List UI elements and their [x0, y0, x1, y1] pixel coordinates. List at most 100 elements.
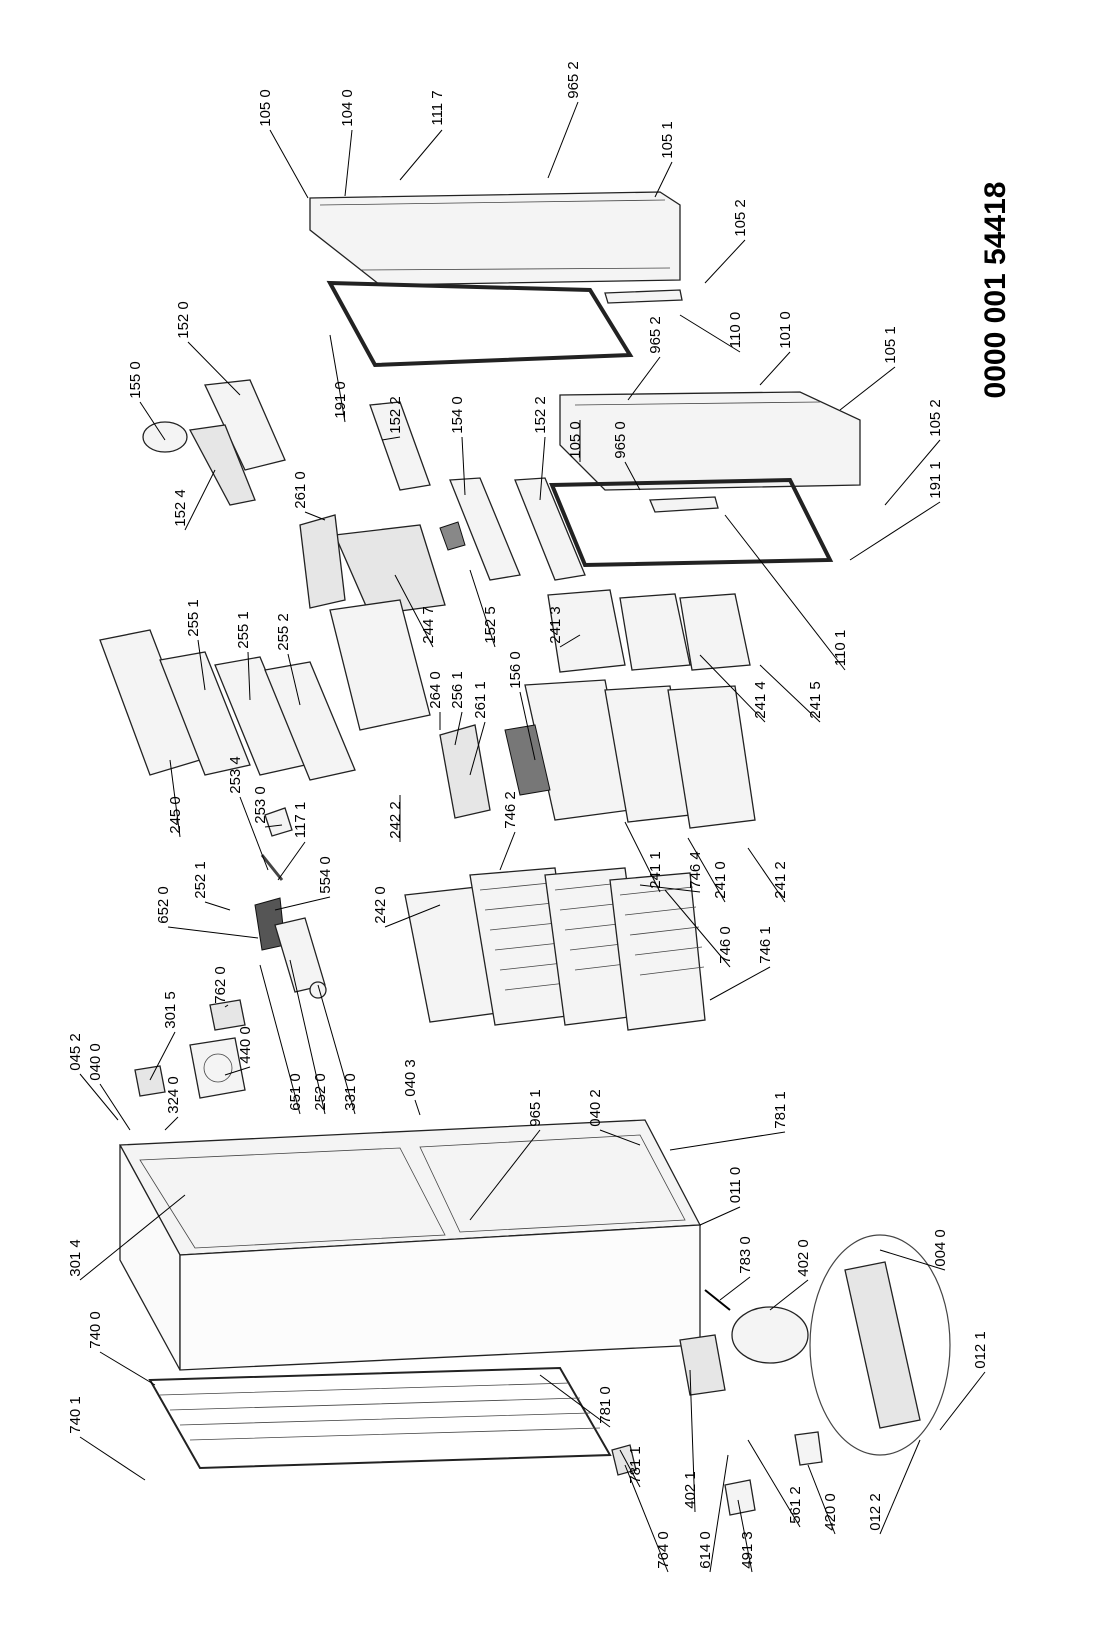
leader-c2561: [454, 711, 463, 746]
condenser-740-0: [148, 1366, 612, 1470]
leader-c1522b: [539, 436, 546, 501]
balcony-152-2b: [514, 477, 586, 581]
leader-c0400a: [99, 1083, 131, 1131]
leader-c0040: [879, 1249, 946, 1271]
leader-c6520: [167, 926, 259, 939]
callout-label-c1051b: 105 1: [882, 326, 899, 364]
callout-label-c3014: 301 4: [67, 1239, 84, 1277]
callout-label-c1117: 111 7: [429, 90, 446, 125]
callout-label-c1550: 155 0: [127, 361, 144, 399]
callout-label-c5612: 561 2: [787, 1486, 804, 1524]
leader-c1051b: [839, 366, 896, 411]
callout-label-c2611: 261 1: [472, 681, 489, 719]
leader-c2521: [204, 901, 231, 911]
leader-c1101: [724, 514, 846, 671]
leader-c2552: [287, 653, 301, 706]
leader-c3014: [79, 1194, 186, 1281]
leader-c4200: [807, 1464, 836, 1535]
callout-label-c9651: 965 1: [527, 1089, 544, 1127]
callout-label-c2552: 255 2: [275, 613, 292, 651]
callout-label-c0452: 045 2: [67, 1033, 84, 1071]
callout-label-c1052a: 105 2: [732, 199, 749, 237]
callout-label-c1911: 191 1: [927, 461, 944, 499]
leader-c2420: [384, 904, 441, 928]
leader-c1051a: [654, 161, 673, 198]
callout-label-c4200: 420 0: [822, 1493, 839, 1531]
callout-label-c2420: 242 0: [372, 886, 389, 924]
leader-c0121: [939, 1371, 986, 1431]
handle-110-0: [604, 289, 683, 304]
leader-c1171: [277, 841, 306, 881]
freezer-drawer-241-2: [667, 685, 756, 829]
callout-label-c1524: 152 4: [172, 489, 189, 527]
leader-c7462: [499, 831, 516, 871]
relay-420-0: [794, 1431, 823, 1466]
pipe-783-0: [704, 1289, 731, 1311]
leader-c5540: [274, 896, 331, 911]
callout-label-c2520: 252 0: [312, 1073, 329, 1111]
callout-label-c7830: 783 0: [737, 1236, 754, 1274]
control-panel-252-0: [274, 917, 326, 993]
drawer-front-241-4: [619, 593, 691, 671]
upper-door-gasket-191-0: [326, 280, 634, 368]
leader-c1911: [849, 501, 941, 561]
leader-c7620: [224, 1004, 229, 1008]
leader-c9652b: [627, 356, 661, 401]
leader-c1117: [399, 129, 443, 181]
leader-c9652a: [547, 101, 579, 179]
leader-c0402: [599, 1129, 641, 1146]
callout-label-c1171: 117 1: [292, 802, 309, 838]
leader-c6140: [709, 1454, 729, 1573]
document-code: 0000 001 54418: [979, 182, 1012, 399]
leader-c7400: [99, 1351, 156, 1386]
callout-label-c0400a: 040 0: [87, 1043, 104, 1081]
leader-c0403: [414, 1099, 421, 1116]
callout-label-c7620: 762 0: [212, 966, 229, 1004]
leader-c2415: [759, 664, 821, 723]
callout-label-c1100: 110 0: [727, 312, 744, 348]
leader-c7810: [539, 1374, 611, 1428]
leader-c1524: [184, 469, 216, 531]
leader-c2413: [559, 634, 581, 648]
module-762-0: [209, 999, 246, 1031]
callout-label-c2610: 261 0: [292, 471, 309, 509]
callout-label-c7811b: 781 1: [627, 1446, 644, 1484]
callout-label-c2411: 241 1: [647, 851, 664, 889]
leader-c0122: [879, 1439, 921, 1535]
lower-door-101-0: [559, 391, 861, 491]
callout-label-c1010: 101 0: [777, 311, 794, 349]
callout-label-c9650: 965 0: [612, 421, 629, 459]
drawer-front-241-3: [547, 589, 626, 673]
leader-c2447: [394, 574, 434, 648]
callout-label-c0121: 012 1: [972, 1331, 989, 1369]
callout-label-c2450: 245 0: [167, 796, 184, 834]
cover-152-4: [188, 424, 256, 506]
leader-c3310: [317, 984, 356, 1115]
leader-c1520: [187, 341, 241, 396]
callout-label-c9652a: 965 2: [565, 61, 582, 99]
cabinet-011-0: [118, 1119, 702, 1371]
callout-label-c2551a: 255 1: [185, 599, 202, 637]
leader-c4913: [737, 1499, 753, 1573]
callout-label-c2414: 241 4: [752, 681, 769, 719]
leader-c7401: [79, 1436, 146, 1481]
leader-c3015: [149, 1031, 176, 1081]
crisper-cover-244-7: [334, 524, 446, 616]
callout-label-c2413: 241 3: [547, 606, 564, 644]
handle-110-1: [649, 496, 719, 513]
egg-tray-155-0: [142, 421, 188, 453]
leader-c0110: [699, 1206, 741, 1226]
leader-c2551b: [247, 651, 251, 701]
bracket-261-0: [299, 514, 346, 609]
callout-label-c1525: 152 5: [482, 606, 499, 644]
callout-label-c0402: 040 2: [587, 1089, 604, 1127]
upper-door-104-0: [309, 191, 681, 286]
base-004-0: [809, 1234, 951, 1456]
callout-label-c1101: 110 1: [832, 630, 849, 666]
callout-label-c1051a: 105 1: [659, 121, 676, 159]
callout-label-c1522a: 152 2: [387, 396, 404, 434]
callout-label-c1050b: 105 0: [567, 421, 584, 459]
compressor-402-0: [731, 1306, 809, 1364]
